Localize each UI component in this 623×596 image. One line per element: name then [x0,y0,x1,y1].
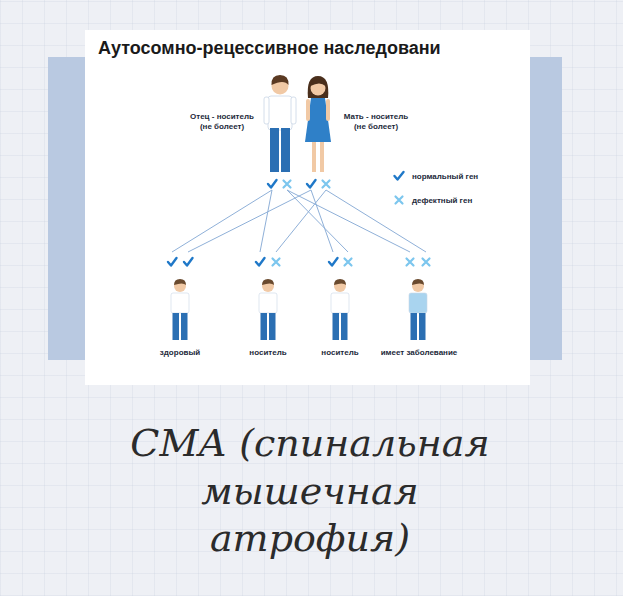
legend-label: дефектный ген [412,196,472,205]
child-box: здоровый [145,252,215,362]
diagram-caption: СМА (спинальная мышечная атрофия) [100,420,520,563]
defective-gene-symbol [392,193,406,207]
normal-gene-symbol [392,169,406,183]
legend-item: нормальный ген [392,169,478,183]
diagram-title: Аутосомно-рецессивное наследовани [98,38,441,59]
child-box: носитель [305,252,375,362]
card [85,30,530,385]
mother-figure [305,76,331,172]
child-label: имеет заболевание [376,348,462,358]
parent-box: Отец - носитель (не болеет) [186,108,296,190]
child-box: имеет заболевание [376,252,462,362]
legend-label: нормальный ген [412,172,478,181]
child-box: носитель [233,252,303,362]
parent-label: Мать - носитель (не болеет) [340,112,412,131]
father-figure [264,75,296,172]
inheritance-line [311,190,333,252]
inheritance-line [172,190,272,252]
inheritance-line [326,190,426,252]
child-label: носитель [305,348,375,358]
child-label: носитель [233,348,303,358]
inheritance-line [260,190,272,252]
parent-label: Отец - носитель (не болеет) [186,112,258,131]
inheritance-line [287,190,348,252]
inheritance-line [287,190,410,252]
legend-item: дефектный ген [392,193,478,207]
inheritance-line [188,190,311,252]
inheritance-line [276,190,326,252]
child-label: здоровый [145,348,215,358]
legend: нормальный ген дефектный ген [392,169,478,217]
